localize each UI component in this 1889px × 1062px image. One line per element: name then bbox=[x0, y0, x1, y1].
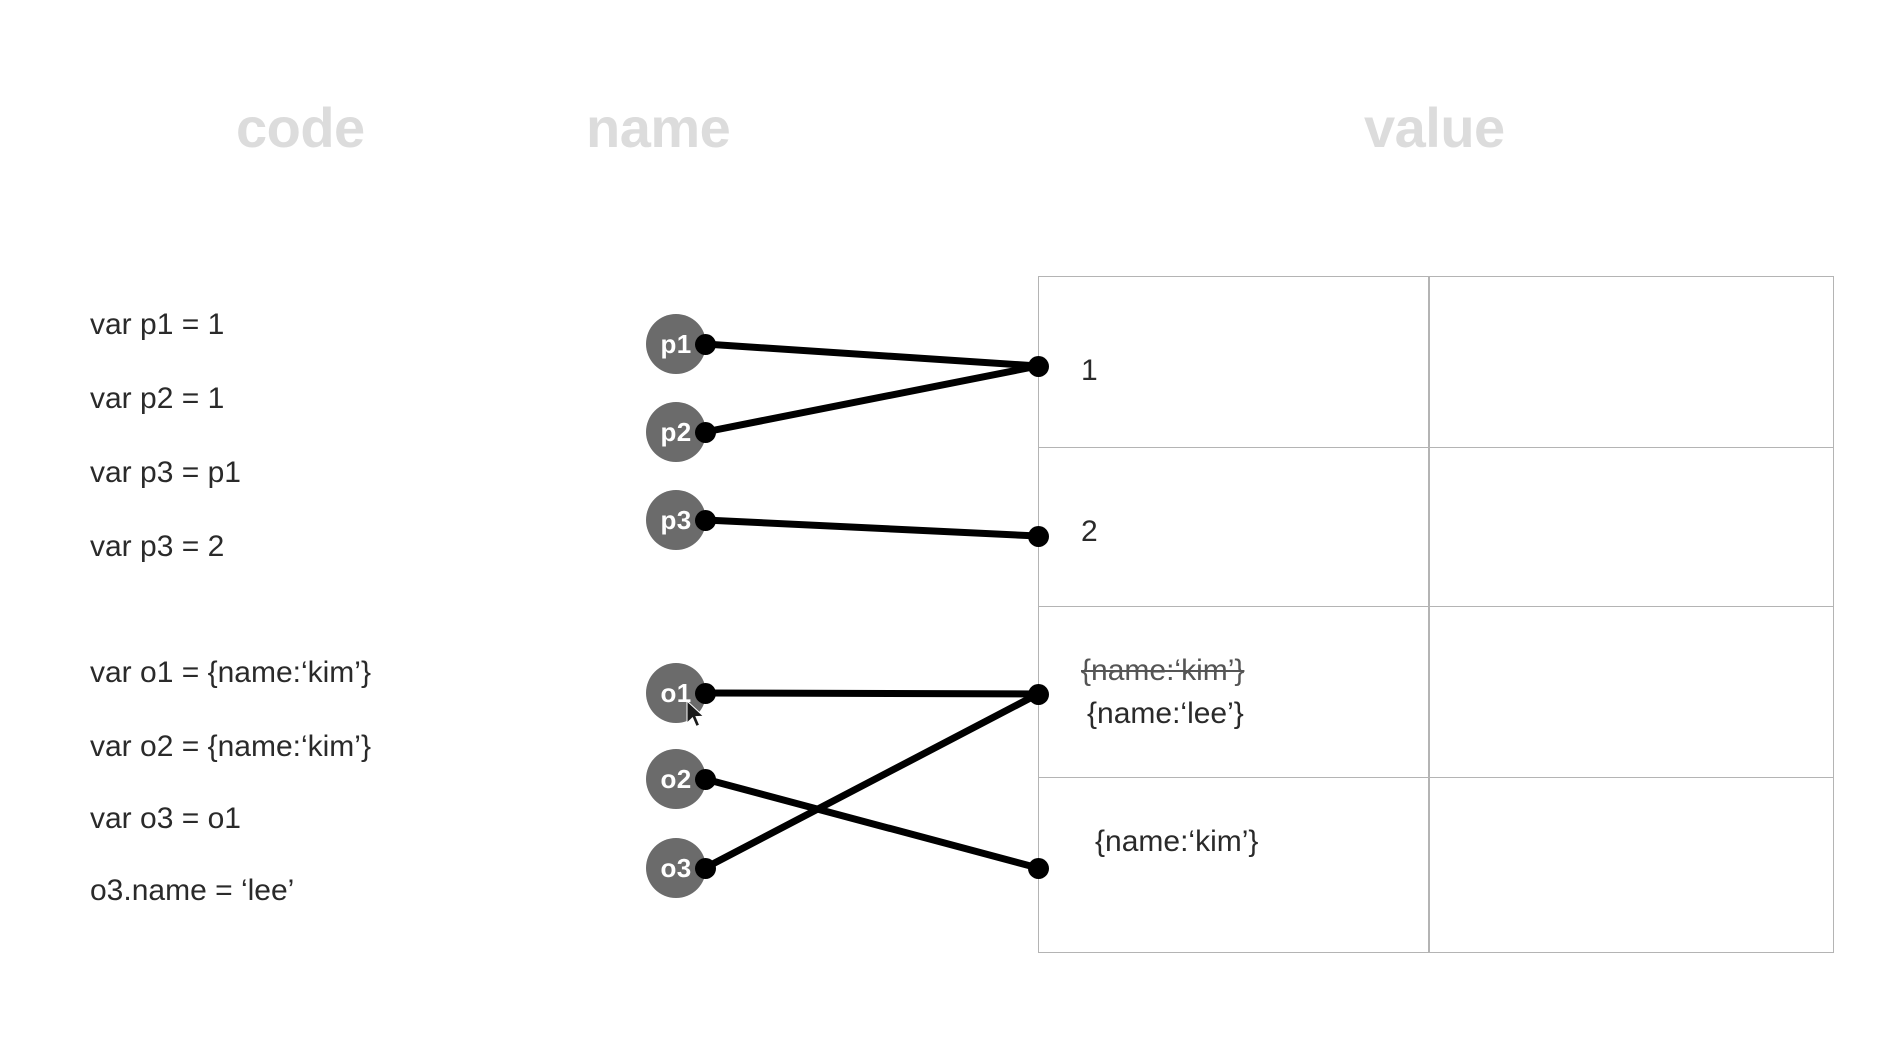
table-row: 2 bbox=[1039, 447, 1833, 606]
connector-dot-o1 bbox=[694, 682, 716, 704]
column-header-value: value bbox=[1364, 96, 1505, 159]
value-text: {name:‘lee’} bbox=[1087, 697, 1244, 730]
value-text: 2 bbox=[1081, 515, 1098, 549]
edge-o1-to-row3 bbox=[701, 689, 1042, 698]
column-header-code: code bbox=[236, 96, 365, 159]
value-text: 1 bbox=[1081, 354, 1098, 388]
edge-o3-to-row3 bbox=[701, 690, 1042, 872]
code-line: var p3 = 2 bbox=[90, 530, 225, 563]
table-row: {name:‘kim’} bbox=[1039, 777, 1833, 952]
variable-node-label: p1 bbox=[660, 328, 692, 359]
variable-node-label: o2 bbox=[660, 763, 692, 794]
code-line: var p3 = p1 bbox=[90, 456, 241, 489]
edge-p3-to-row2 bbox=[701, 516, 1042, 540]
table-column-divider bbox=[1428, 277, 1430, 952]
code-line: var p1 = 1 bbox=[90, 308, 225, 341]
edge-p1-to-row1 bbox=[701, 340, 1042, 370]
table-row: 1 bbox=[1039, 277, 1833, 447]
connector-dot-p2 bbox=[694, 421, 716, 443]
connector-dot-p1 bbox=[694, 333, 716, 355]
connector-dot-row2 bbox=[1027, 525, 1049, 547]
code-line: var o3 = o1 bbox=[90, 802, 241, 835]
table-cell-value: {name:‘kim’} bbox=[1039, 778, 1428, 952]
table-cell-value: 1 bbox=[1039, 277, 1428, 447]
variable-node-p3[interactable]: p3 bbox=[646, 490, 706, 550]
table-cell-value: {name:‘kim’} {name:‘lee’} bbox=[1039, 607, 1428, 777]
value-table: 1 2 {name:‘kim’} {name:‘lee’} {name:‘kim… bbox=[1038, 276, 1834, 953]
table-row: {name:‘kim’} {name:‘lee’} bbox=[1039, 606, 1833, 777]
code-line: o3.name = ‘lee’ bbox=[90, 874, 295, 907]
variable-node-label: p2 bbox=[660, 416, 692, 447]
code-line: var o1 = {name:‘kim’} bbox=[90, 656, 371, 689]
connector-dot-row3 bbox=[1027, 683, 1049, 705]
code-line: var o2 = {name:‘kim’} bbox=[90, 730, 371, 763]
connector-dot-row1 bbox=[1027, 355, 1049, 377]
code-line: var p2 = 1 bbox=[90, 382, 225, 415]
mouse-cursor-icon bbox=[686, 700, 705, 728]
connector-dot-p3 bbox=[694, 509, 716, 531]
edge-p2-to-row1 bbox=[701, 362, 1042, 436]
connector-dot-o2 bbox=[694, 768, 716, 790]
value-text: {name:‘kim’} bbox=[1095, 825, 1259, 859]
table-cell-value: 2 bbox=[1039, 448, 1428, 606]
code-column: var p1 = 1 var p2 = 1 var p3 = p1 var p3… bbox=[90, 310, 510, 948]
variable-node-label: p3 bbox=[660, 504, 692, 535]
variable-node-label: o3 bbox=[660, 852, 692, 883]
connector-dot-row4 bbox=[1027, 857, 1049, 879]
column-header-name: name bbox=[586, 96, 731, 159]
edge-o2-to-row4 bbox=[701, 775, 1042, 872]
connector-dot-o3 bbox=[694, 857, 716, 879]
variable-node-label: o1 bbox=[660, 677, 692, 708]
value-text-struck: {name:‘kim’} bbox=[1081, 653, 1245, 687]
